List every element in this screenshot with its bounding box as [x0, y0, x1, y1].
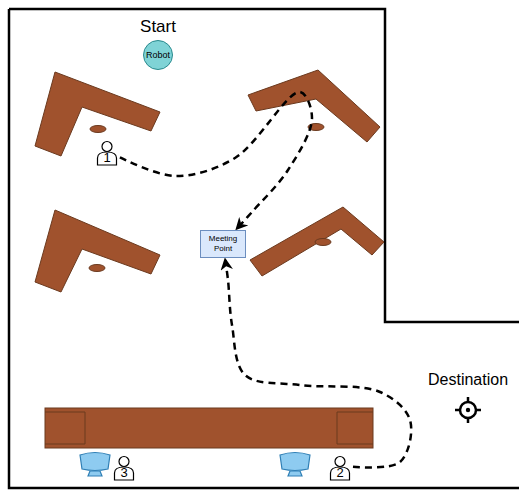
- desk: [35, 72, 160, 156]
- robot-circle: StartRobot: [143, 40, 173, 70]
- meeting-box: Meeting Point: [200, 230, 246, 258]
- start-heading: Start: [140, 17, 176, 37]
- room-walls: [9, 9, 519, 488]
- callout-number: 2: [329, 466, 351, 480]
- chair: [315, 239, 331, 246]
- table-edge: [45, 412, 373, 444]
- desk: [248, 70, 380, 142]
- robot-label: Robot: [144, 50, 172, 60]
- dashed-route: [225, 260, 411, 467]
- callout-number: 1: [96, 151, 118, 165]
- wall: [9, 9, 519, 488]
- person-marker: 1: [96, 140, 118, 166]
- table-trim: [45, 412, 373, 444]
- chairs: [89, 124, 331, 272]
- wall: [9, 9, 519, 322]
- person-marker: 2: [329, 455, 351, 481]
- callout-number: 3: [113, 466, 135, 480]
- destination-label: Destination: [428, 371, 508, 389]
- box-label: Meeting Point: [203, 234, 243, 254]
- dashed-route: [120, 92, 312, 229]
- chair: [89, 265, 105, 272]
- destination-target: Destination: [455, 397, 481, 423]
- chair: [90, 126, 106, 133]
- desk: [250, 207, 384, 276]
- desks: [35, 70, 384, 448]
- target-symbol: [455, 397, 481, 423]
- monitor: [280, 453, 310, 477]
- long-table: [45, 408, 373, 448]
- desk: [35, 210, 160, 292]
- monitor: [80, 453, 110, 477]
- person-marker: 3: [113, 455, 135, 481]
